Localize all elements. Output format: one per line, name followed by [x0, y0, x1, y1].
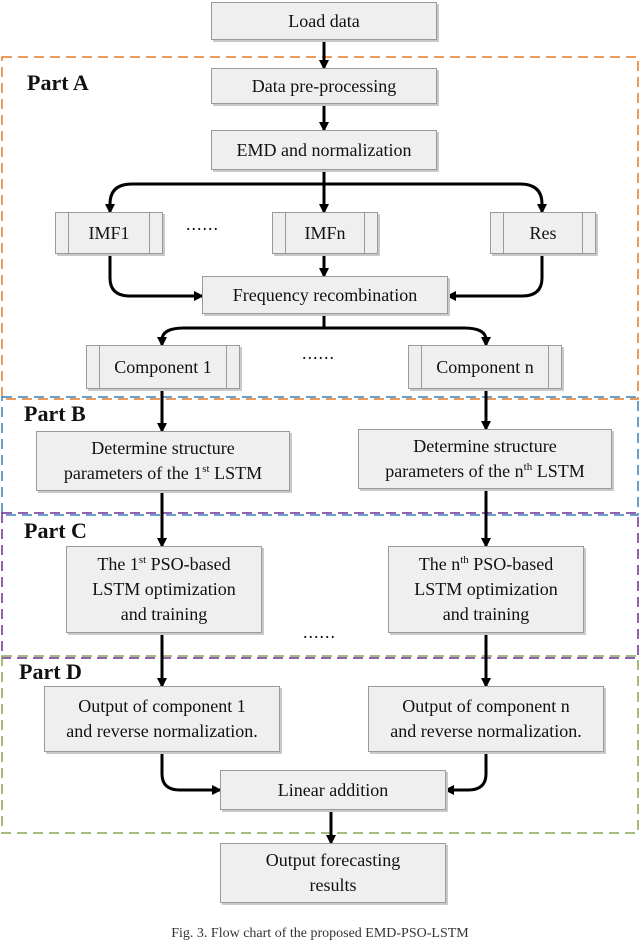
figure-caption: Fig. 3. Flow chart of the proposed EMD-P… [171, 926, 469, 941]
outputn-line1: Output of component n [402, 696, 570, 716]
imf-ellipsis: ...... [186, 214, 219, 234]
component1-node: Component 1 [86, 345, 240, 389]
part-c-region [1, 512, 639, 659]
part-a-region [1, 56, 639, 400]
arrow-emd-to-res [324, 182, 547, 214]
imfn-label: IMFn [304, 222, 346, 243]
part-d-label: Part D [19, 659, 82, 684]
pson-line2: LSTM optimization [414, 579, 558, 599]
part-b-label: Part B [24, 401, 86, 426]
imfn-node: IMFn [272, 212, 378, 254]
res-node: Res [490, 212, 596, 254]
output1-line1: Output of component 1 [78, 696, 246, 716]
lstmn-line1: Determine structure [413, 436, 557, 456]
load-data-node: Load data [211, 2, 437, 40]
lstm1-line2: parameters of the 1st LSTM [63, 463, 263, 483]
part-b-region [1, 396, 639, 516]
arrow-outn-to-linear [444, 752, 488, 795]
output1-line2: and reverse normalization. [66, 721, 258, 741]
preprocessing-node: Data pre-processing [211, 68, 437, 104]
final-output-node: Output forecasting results [220, 843, 446, 903]
frequency-recombination-node: Frequency recombination [202, 276, 448, 314]
outputn-node: Output of component n and reverse normal… [368, 686, 604, 752]
linear-addition-node: Linear addition [220, 770, 446, 810]
load-data-label: Load data [288, 10, 360, 31]
lstm1-line1: Determine structure [91, 438, 235, 458]
emd-label: EMD and normalization [236, 139, 412, 160]
pson-node: The nth PSO-based LSTM optimization and … [388, 546, 584, 633]
part-a-label: Part A [27, 70, 89, 95]
arrow-recomb-to-component1 [157, 314, 326, 347]
pson-line3: and training [442, 604, 530, 624]
arrow-imf1-to-recomb [108, 254, 204, 301]
arrow-recomb-to-componentn [324, 326, 491, 347]
part-c-label: Part C [24, 518, 87, 543]
component-ellipsis: ...... [302, 343, 335, 363]
componentn-node: Component n [408, 345, 562, 389]
pso1-node: The 1st PSO-based LSTM optimization and … [66, 546, 262, 633]
pso-ellipsis: ...... [303, 622, 336, 642]
outputn-line2: and reverse normalization. [390, 721, 582, 741]
part-d-region [1, 655, 639, 834]
pson-line1: The nth PSO-based [418, 554, 554, 574]
imf1-label: IMF1 [88, 222, 130, 243]
pso1-line1: The 1st PSO-based [97, 554, 231, 574]
final-line2: results [309, 875, 357, 895]
pso1-line3: and training [120, 604, 208, 624]
lstm1-structure-node: Determine structure parameters of the 1s… [36, 431, 290, 491]
arrow-emd-to-imf1 [105, 170, 326, 214]
preprocessing-label: Data pre-processing [251, 75, 397, 96]
lstmn-structure-node: Determine structure parameters of the nt… [358, 429, 612, 489]
imf1-node: IMF1 [55, 212, 163, 254]
componentn-label: Component n [436, 356, 534, 377]
component1-label: Component 1 [114, 356, 212, 377]
output1-node: Output of component 1 and reverse normal… [44, 686, 280, 752]
arrow-out1-to-linear [160, 752, 222, 795]
res-label: Res [529, 222, 557, 243]
linear-addition-label: Linear addition [277, 779, 389, 800]
pso1-line2: LSTM optimization [92, 579, 236, 599]
lstmn-line2: parameters of the nth LSTM [385, 461, 585, 481]
arrow-res-to-recomb [446, 254, 544, 301]
emd-node: EMD and normalization [211, 130, 437, 170]
frequency-recombination-label: Frequency recombination [232, 284, 418, 305]
final-line1: Output forecasting [265, 850, 401, 870]
